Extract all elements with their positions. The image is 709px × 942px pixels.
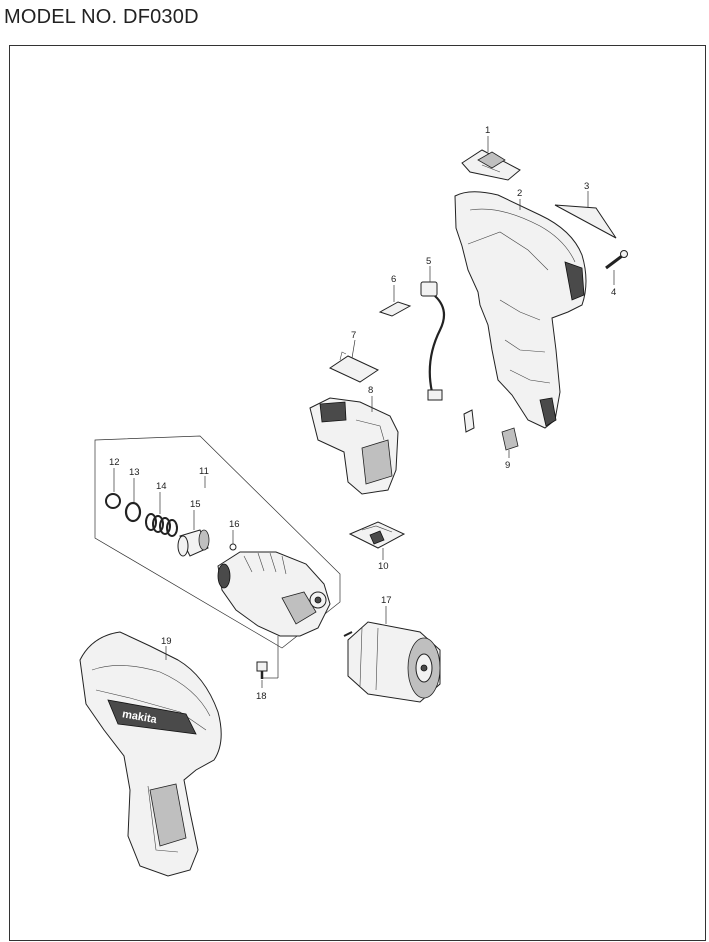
part-14-compression-spring	[145, 513, 178, 537]
part-13-flat-washer	[124, 501, 142, 523]
assembly-11-outline	[94, 435, 341, 649]
part-2-housing-set	[454, 191, 587, 429]
callout-19: 19	[161, 636, 172, 647]
callout-17: 17	[381, 595, 392, 606]
callout-9: 9	[505, 460, 510, 471]
callout-5: 5	[426, 256, 431, 267]
callout-6: 6	[391, 274, 396, 285]
callout-1: 1	[485, 125, 490, 136]
callout-8: 8	[368, 385, 373, 396]
callout-3: 3	[584, 181, 589, 192]
callout-16: 16	[229, 519, 240, 530]
model-title: MODEL NO. DF030D	[4, 6, 199, 28]
part-6-spring	[378, 301, 412, 317]
part-18-screw	[256, 661, 268, 679]
part-4-tapping-screw	[605, 250, 628, 270]
callout-13: 13	[129, 467, 140, 478]
callout-11: 11	[199, 466, 209, 477]
part-16-steel-ball	[229, 543, 237, 551]
part-15-ring	[177, 529, 210, 557]
part-3-name-plate	[554, 204, 617, 239]
part-19-housing-set: makita	[79, 631, 222, 877]
part-17-dc-motor	[343, 621, 441, 703]
part-5-lead-wire	[420, 281, 446, 401]
callout-12: 12	[109, 457, 120, 468]
callout-18: 18	[256, 691, 267, 702]
callout-4: 4	[611, 287, 616, 298]
part-11-gear-assembly	[217, 551, 331, 637]
part-12-retaining-ring	[105, 493, 121, 509]
part-8-switch	[309, 397, 399, 495]
part-1-switch-lever	[461, 149, 521, 181]
callout-2: 2	[517, 188, 522, 199]
diagram-frame	[9, 45, 706, 941]
callout-7: 7	[351, 330, 356, 341]
part-7-plate	[328, 351, 380, 383]
part-clip	[463, 409, 475, 433]
callout-15: 15	[190, 499, 201, 510]
callout-14: 14	[156, 481, 167, 492]
part-9-clip	[501, 427, 519, 451]
callout-10: 10	[378, 561, 389, 572]
part-10-switch-plate	[348, 521, 406, 549]
